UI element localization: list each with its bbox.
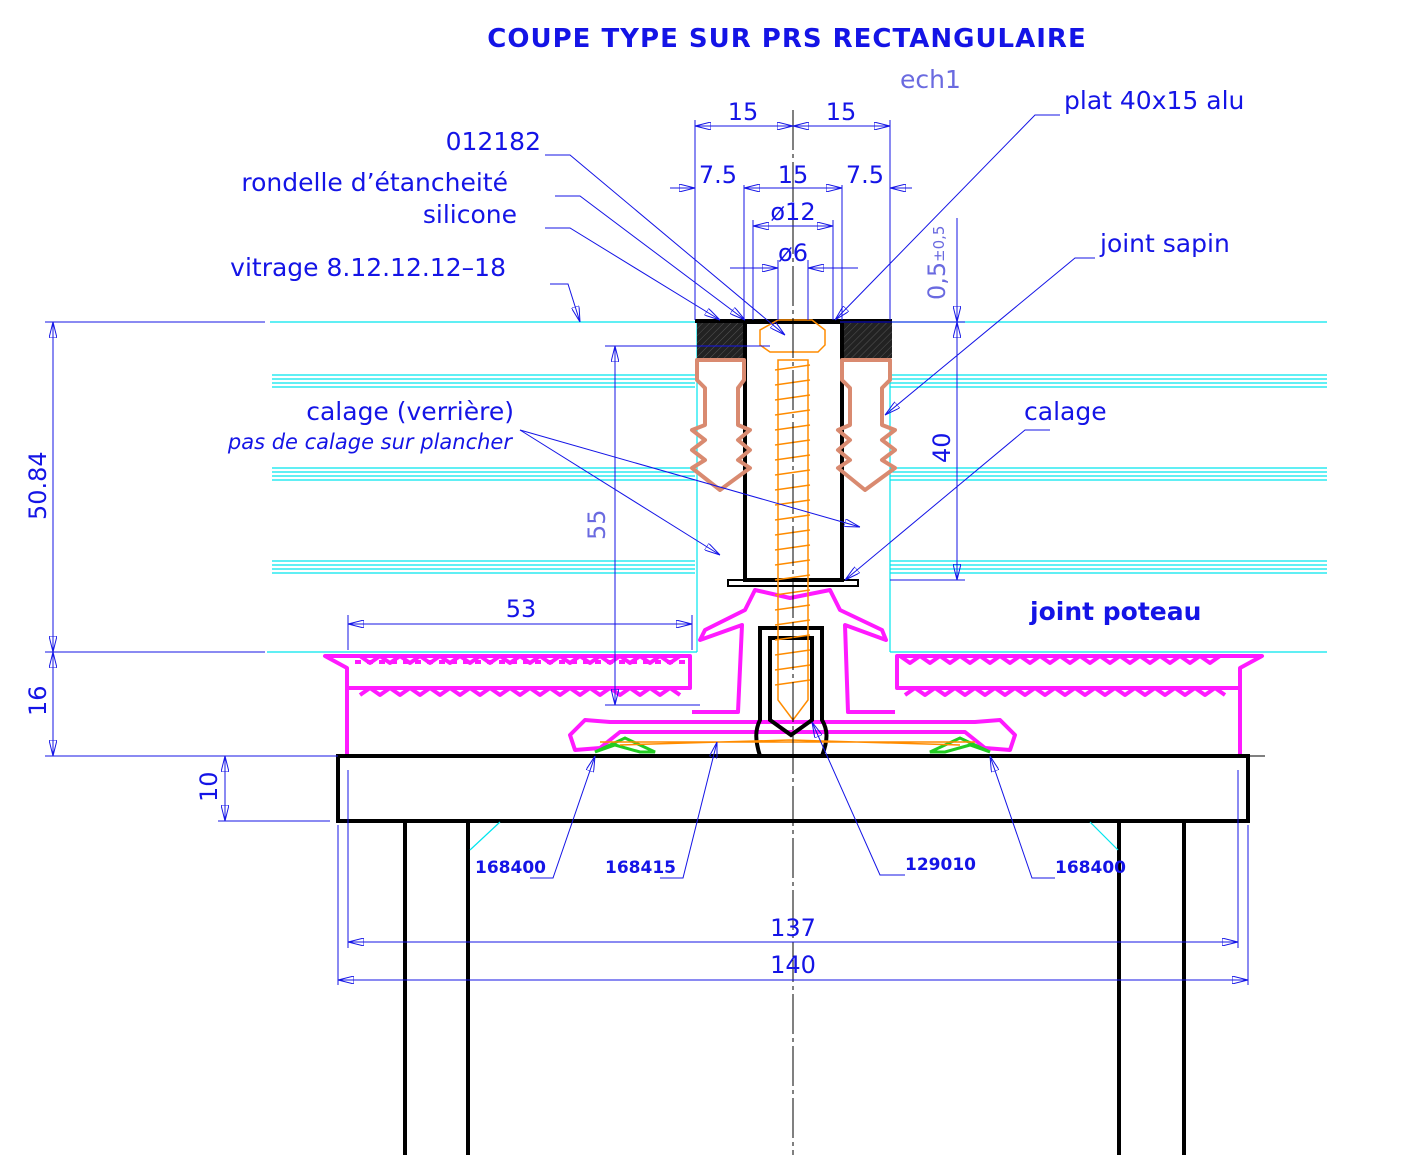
callout-calage: calage: [1024, 397, 1107, 426]
drawing-title: COUPE TYPE SUR PRS RECTANGULAIRE: [487, 24, 1086, 54]
callout-plat: plat 40x15 alu: [1064, 86, 1244, 115]
dim-top-left-15: 15: [728, 98, 759, 126]
seals: [594, 736, 991, 754]
dim-width-137: 137: [770, 914, 816, 942]
callout-joint-sapin: joint sapin: [1099, 229, 1230, 258]
dimension-lines: [45, 120, 1249, 985]
callout-rondelle: rondelle d’étancheité: [241, 168, 508, 197]
callout-012182: 012182: [446, 127, 541, 156]
dim-width-53: 53: [506, 595, 537, 623]
callout-vitrage: vitrage 8.12.12.12–18: [230, 253, 506, 282]
callout-calage-verriere: calage (verrière): [306, 397, 514, 426]
scale-label: ech1: [900, 65, 961, 94]
dim-diameter-6: ø6: [778, 239, 808, 267]
dim-tolerance-sup: ±0,5: [930, 226, 948, 262]
callout-168400-left: 168400: [475, 858, 546, 878]
dim-mid-15: 15: [778, 161, 809, 189]
callout-129010: 129010: [905, 855, 976, 875]
dim-left-7-5: 7.5: [699, 161, 737, 189]
callout-168415: 168415: [605, 858, 676, 878]
dim-diameter-12: ø12: [770, 198, 815, 226]
post-profile: [323, 588, 1264, 756]
dim-height-50-84: 50.84: [24, 451, 52, 520]
callout-pas-de-calage: pas de calage sur plancher: [227, 430, 513, 454]
dim-right-7-5: 7.5: [846, 161, 884, 189]
glass-panes: [267, 321, 1327, 653]
clip-profile: [754, 626, 829, 757]
callout-silicone: silicone: [423, 200, 517, 229]
dim-height-40: 40: [928, 432, 956, 463]
dim-height-10: 10: [195, 771, 223, 802]
callout-168400-right: 168400: [1055, 858, 1126, 878]
fir-tree-gaskets: [690, 358, 897, 492]
callout-joint-poteau: joint poteau: [1029, 597, 1201, 626]
dim-height-16: 16: [24, 685, 52, 716]
dim-height-55: 55: [583, 509, 611, 540]
leader-lines: [519, 114, 1095, 879]
dim-width-140: 140: [770, 951, 816, 979]
dim-tolerance: 0,5: [923, 262, 951, 300]
dim-top-right-15: 15: [826, 98, 857, 126]
